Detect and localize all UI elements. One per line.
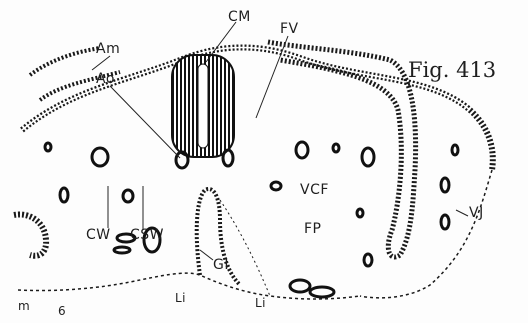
figure-title: Fig. 413 (408, 60, 496, 81)
outer-ectoderm-inner (22, 47, 470, 130)
label-fv: FV (280, 22, 299, 36)
label-am: Am (96, 42, 120, 56)
mesentery-line (220, 200, 270, 296)
left-fold (14, 214, 46, 255)
label-six: 6 (58, 305, 66, 317)
label-vj: VJ (469, 206, 484, 220)
label-vcf: VCF (300, 183, 329, 197)
label-csw: CSW (130, 228, 164, 242)
label-fp: FP (304, 222, 322, 236)
label-m: m (18, 300, 30, 312)
fold-vessel (268, 42, 416, 257)
label-cm: CM (228, 10, 251, 24)
label-li-left: Li (175, 292, 186, 304)
label-ao: Ao (96, 72, 115, 86)
vessel-sections (45, 142, 458, 297)
label-gi: GI (213, 258, 229, 272)
label-cw: CW (86, 228, 111, 242)
label-li-right: Li (255, 297, 266, 309)
amnion (30, 48, 100, 75)
neural-tube (172, 55, 234, 157)
right-body-wall (360, 170, 492, 298)
